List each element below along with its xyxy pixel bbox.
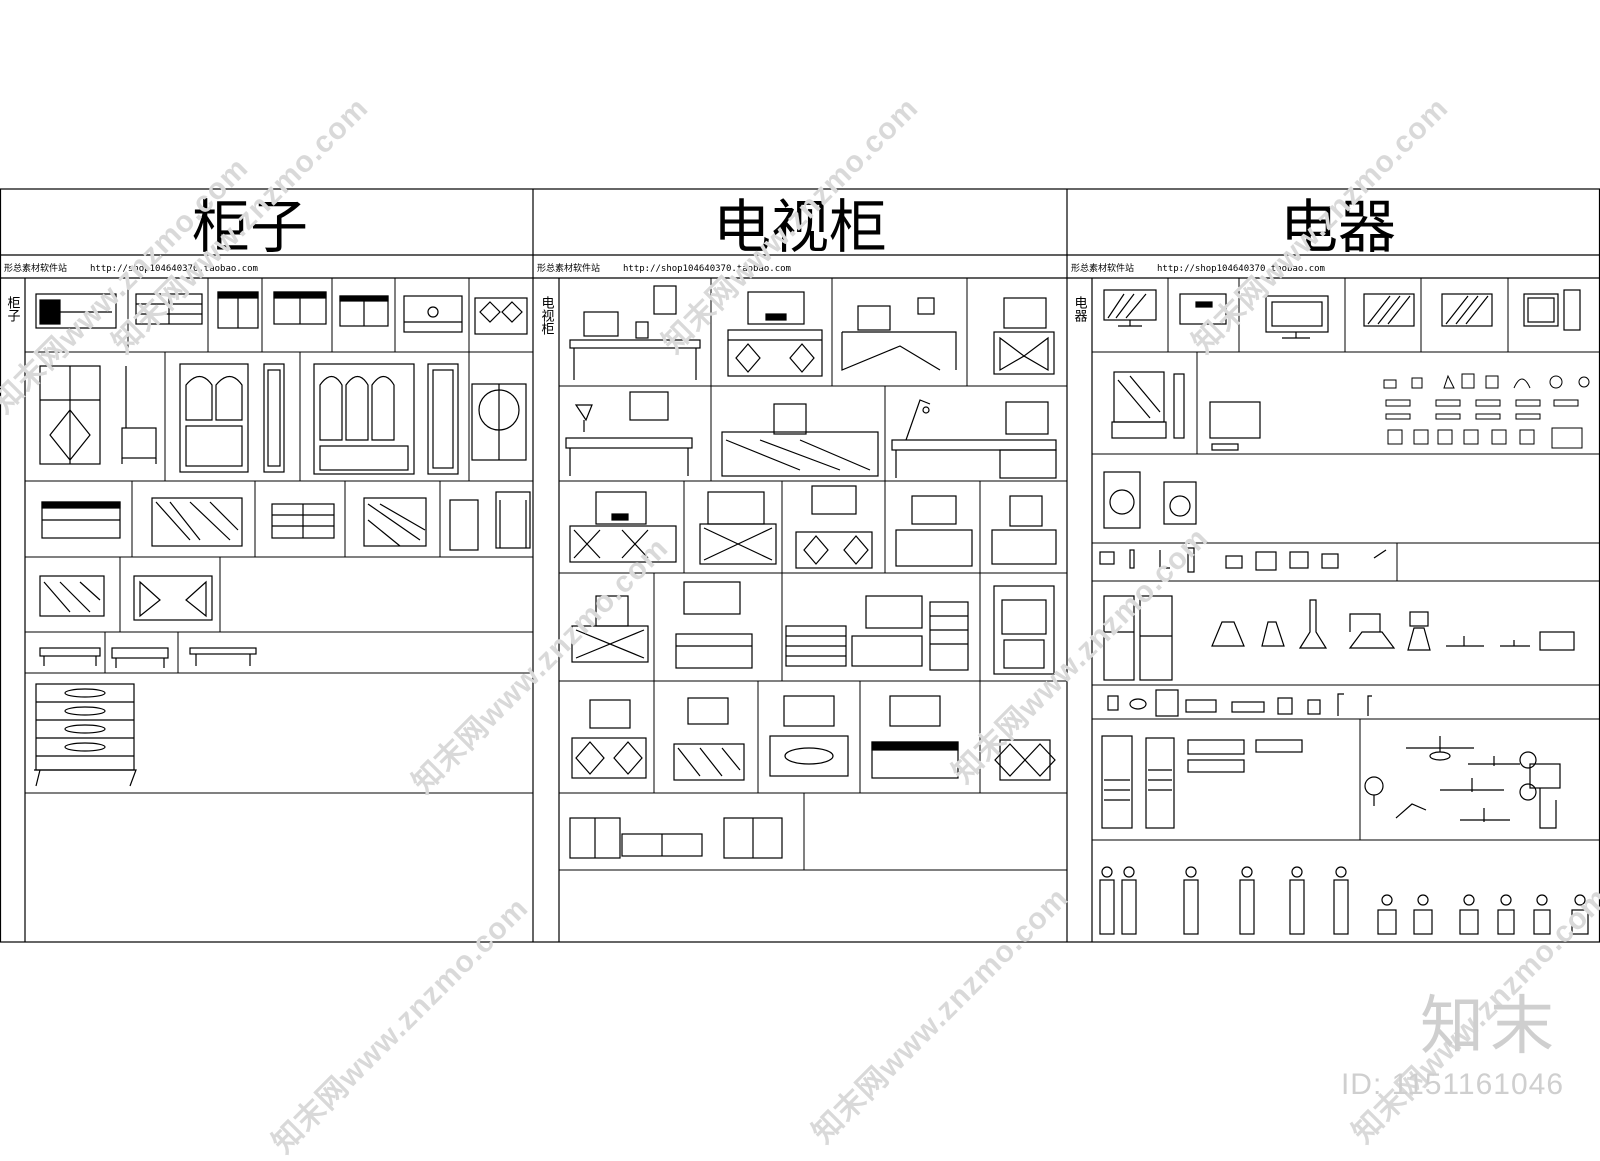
shop-name-2: 形总素材软件站 <box>537 262 600 274</box>
image-id-label: ID: 1151161046 <box>1340 1068 1564 1101</box>
shop-name-1: 形总素材软件站 <box>4 262 67 274</box>
side-label-cabinet: 柜子 <box>5 296 21 322</box>
tv-cabinet-grid <box>559 278 1067 871</box>
panel-title-tv-cabinet: 电视柜 <box>713 193 887 261</box>
shop-url-2: http://shop104640370.taobao.com <box>623 264 791 274</box>
cabinet-grid <box>25 278 533 794</box>
side-label-tv-cabinet: 电视柜 <box>539 296 555 335</box>
cabinet-drawings <box>34 291 531 787</box>
shop-name-3: 形总素材软件站 <box>1071 262 1134 274</box>
cad-sheet: 柜子 电视柜 电器 形总素材软件站 http://shop104640370.t… <box>0 188 1600 943</box>
shop-url-1: http://shop104640370.taobao.com <box>90 264 258 274</box>
brand-logo: 知末 <box>1420 990 1560 1064</box>
panel-title-cabinet: 柜子 <box>192 193 308 261</box>
tv-cabinet-drawings <box>565 285 1057 859</box>
panel-title-appliance: 电器 <box>1280 193 1396 261</box>
shop-url-3: http://shop104640370.taobao.com <box>1157 264 1325 274</box>
appliance-grid <box>1092 278 1600 841</box>
side-label-appliance: 电器 <box>1072 296 1088 323</box>
appliance-drawings <box>1099 289 1590 935</box>
